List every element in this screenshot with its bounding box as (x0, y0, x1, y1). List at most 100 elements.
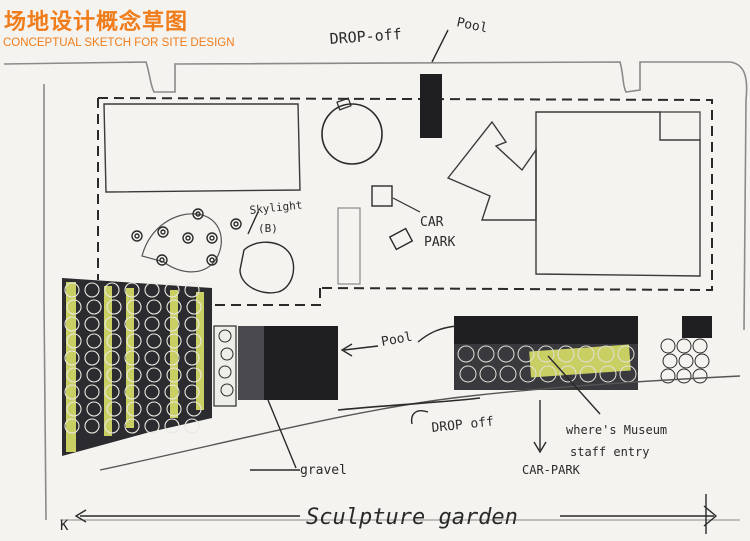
building-outline (97, 97, 713, 306)
drop-off-lane (337, 397, 481, 411)
label-car: CAR (420, 215, 444, 230)
tree-canopy (86, 367, 102, 383)
tree-canopy (86, 299, 102, 315)
tree-canopy (164, 350, 180, 366)
tree-canopy (144, 384, 160, 400)
tree-canopy (164, 418, 180, 434)
tree-canopy (106, 401, 122, 417)
tree-canopy (126, 367, 142, 383)
gravel-tree (218, 329, 232, 343)
tree-canopy (557, 345, 575, 363)
west-grove-trees (64, 282, 202, 434)
tree-canopy (146, 333, 162, 349)
tree-canopy (479, 365, 497, 383)
tree-canopy (164, 316, 180, 332)
pavilion-stub (336, 97, 352, 111)
tree-canopy (692, 338, 708, 354)
tree-canopy (660, 368, 676, 384)
gravel-tree (218, 365, 232, 379)
tree-canopy (692, 368, 708, 384)
tree-canopy (104, 316, 120, 332)
tree-canopy (64, 282, 80, 298)
tree-canopy (457, 345, 475, 363)
tree-canopy (66, 299, 82, 315)
tree-canopy (166, 367, 182, 383)
tree-canopy (164, 282, 180, 298)
gravel-tree (220, 383, 234, 397)
tree-canopy (84, 316, 100, 332)
tree-canopy (144, 418, 160, 434)
label-car-park-bottom: CAR-PARK (522, 463, 581, 477)
central-walkway (337, 207, 361, 285)
southeast-tree-strip (454, 316, 712, 390)
sculpture-garden-arrow (74, 494, 718, 534)
tree-canopy (497, 345, 515, 363)
garden-blob (239, 241, 295, 294)
annotation-arrows (247, 29, 601, 471)
tree-canopy (86, 333, 102, 349)
west-tree-grove (62, 278, 212, 456)
tree-canopy (146, 401, 162, 417)
tree-canopy (459, 365, 477, 383)
entrance-wedge (446, 120, 537, 221)
tree-canopy (184, 282, 200, 298)
skylight-cluster (131, 208, 242, 273)
east-wing-block (535, 111, 701, 277)
tree-canopy (579, 365, 597, 383)
label-drop-off-bottom: DROP off (431, 415, 495, 436)
tree-canopy (539, 365, 557, 383)
tree-canopy (537, 345, 555, 363)
tree-canopy (64, 418, 80, 434)
tree-canopy (106, 299, 122, 315)
drop-off-road (99, 375, 741, 471)
tree-canopy (146, 299, 162, 315)
tree-canopy (84, 350, 100, 366)
tree-canopy (126, 333, 142, 349)
label-pool-top: Pool (455, 15, 489, 36)
tree-canopy (186, 299, 202, 315)
tree-canopy (164, 384, 180, 400)
tree-canopy (676, 368, 692, 384)
tree-canopy (184, 418, 200, 434)
tree-canopy (144, 350, 160, 366)
label-museum-entry-2: staff entry (570, 445, 649, 459)
label-pool-right: Pool (380, 330, 413, 350)
tree-canopy (124, 418, 140, 434)
tree-canopy (517, 345, 535, 363)
tree-canopy (126, 401, 142, 417)
tree-canopy (166, 299, 182, 315)
tree-canopy (86, 401, 102, 417)
tree-canopy (599, 365, 617, 383)
tree-canopy (106, 333, 122, 349)
tree-canopy (104, 384, 120, 400)
east-wing-notch (660, 111, 701, 140)
tree-canopy (662, 353, 678, 369)
tree-canopy (64, 384, 80, 400)
tree-canopy (186, 333, 202, 349)
pool-top-block (420, 74, 442, 138)
pool-dark-block (264, 326, 338, 400)
car-marker-2 (388, 227, 414, 251)
tree-canopy (676, 338, 692, 354)
title-chinese: 场地设计概念草图 (4, 10, 189, 35)
tree-canopy (124, 350, 140, 366)
tree-canopy (499, 365, 517, 383)
car-leader (392, 197, 421, 213)
tree-canopy (559, 365, 577, 383)
label-park: PARK (424, 235, 455, 250)
tree-canopy (84, 384, 100, 400)
tree-canopy (106, 367, 122, 383)
car-marker-1 (371, 185, 393, 207)
gravel-tree (220, 347, 234, 361)
tree-canopy (84, 418, 100, 434)
label-corner-k: K (60, 518, 69, 534)
tree-canopy (104, 282, 120, 298)
tree-canopy (64, 316, 80, 332)
tree-canopy (694, 353, 710, 369)
site-boundary (3, 61, 748, 521)
tree-canopy (64, 350, 80, 366)
tree-canopy (66, 401, 82, 417)
tree-canopy (84, 282, 100, 298)
tree-canopy (617, 345, 635, 363)
